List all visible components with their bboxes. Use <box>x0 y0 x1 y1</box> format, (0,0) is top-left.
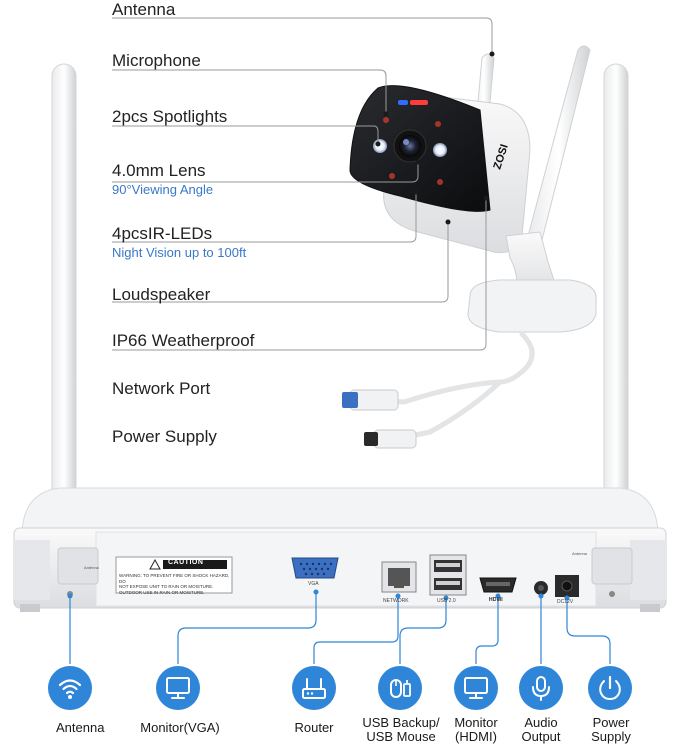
router-icon <box>292 666 336 710</box>
port-leader-lines <box>69 592 611 664</box>
caution-line-3: OUTDOOR USE IN RAIN OR MOISTURE. <box>119 589 205 595</box>
bottom-label-line: Router <box>294 720 334 735</box>
bottom-label-antenna: Antenna <box>56 721 104 735</box>
label-lens: 4.0mm Lens <box>112 161 206 180</box>
label-power-supply: Power Supply <box>112 427 217 446</box>
bottom-label-line: Output <box>521 729 561 744</box>
label-loudspeaker: Loudspeaker <box>112 285 211 304</box>
label-lens-sub: 90°Viewing Angle <box>112 182 214 197</box>
bottom-label-line: Monitor(VGA) <box>140 720 220 735</box>
label-weatherproof: IP66 Weatherproof <box>112 331 255 350</box>
usb-port-label: USB 2.0 <box>437 598 456 604</box>
label-leader-lines <box>112 17 493 351</box>
label-microphone: Microphone <box>112 51 201 70</box>
caution-text: WARNING: TO PREVENT FIRE OR SHOCK HAZARD… <box>119 573 231 595</box>
bottom-label-line: Supply <box>591 729 631 744</box>
bottom-label-line: Antenna <box>56 720 105 735</box>
dc-jack <box>555 575 579 597</box>
bottom-label-line: USB Mouse <box>366 729 436 744</box>
right-antenna-mark: Antenna <box>572 551 587 556</box>
label-ir-leds: 4pcsIR-LEDs <box>112 224 213 243</box>
power-icon <box>588 666 632 710</box>
monitor-hdmi-icon <box>454 666 498 710</box>
usb-mouse-icon <box>378 666 422 710</box>
bottom-label-router: Router <box>284 721 344 735</box>
caution-label <box>115 556 233 594</box>
bottom-label-monitor-hdmi: Monitor (HDMI) <box>446 716 506 744</box>
bottom-label-power: Power Supply <box>580 716 642 744</box>
caution-line-1: WARNING: TO PREVENT FIRE OR SHOCK HAZARD… <box>119 573 230 584</box>
label-antenna: Antenna <box>112 0 176 19</box>
label-network-port: Network Port <box>112 379 211 398</box>
hdmi-port <box>479 577 517 593</box>
bottom-label-line: Monitor <box>454 715 498 730</box>
network-port-label: NETWORK <box>383 598 409 604</box>
audio-jack <box>534 581 548 595</box>
bottom-label-usb: USB Backup/ USB Mouse <box>358 716 444 744</box>
usb-ports <box>429 554 467 596</box>
power-connector <box>364 429 417 449</box>
network-port <box>381 561 417 593</box>
network-connector <box>342 389 399 411</box>
vga-port <box>291 557 339 579</box>
caution-title: CAUTION <box>168 559 204 566</box>
camera-body: ZOSI <box>349 85 531 254</box>
hdmi-port-label: HDMI <box>489 597 503 603</box>
bottom-label-monitor-vga: Monitor(VGA) <box>140 721 220 735</box>
wifi-icon <box>48 666 92 710</box>
bottom-label-line: USB Backup/ <box>362 715 440 730</box>
left-antenna-mark: Antenna <box>84 565 99 570</box>
vga-port-label: VGA <box>308 581 319 587</box>
bottom-label-line: Audio <box>524 715 558 730</box>
bottom-label-line: (HDMI) <box>455 729 497 744</box>
label-spotlights: 2pcs Spotlights <box>112 107 228 126</box>
bottom-label-line: Power <box>592 715 630 730</box>
dc-port-label: DC12V <box>557 599 574 605</box>
monitor-vga-icon <box>156 666 200 710</box>
caution-line-2: NOT EXPOSE UNIT TO RAIN OR MOISTURE. <box>119 584 214 589</box>
bottom-label-audio: Audio Output <box>512 716 570 744</box>
microphone-icon <box>519 666 563 710</box>
camera-mount <box>467 231 597 333</box>
label-ir-leds-sub: Night Vision up to 100ft <box>112 245 247 260</box>
